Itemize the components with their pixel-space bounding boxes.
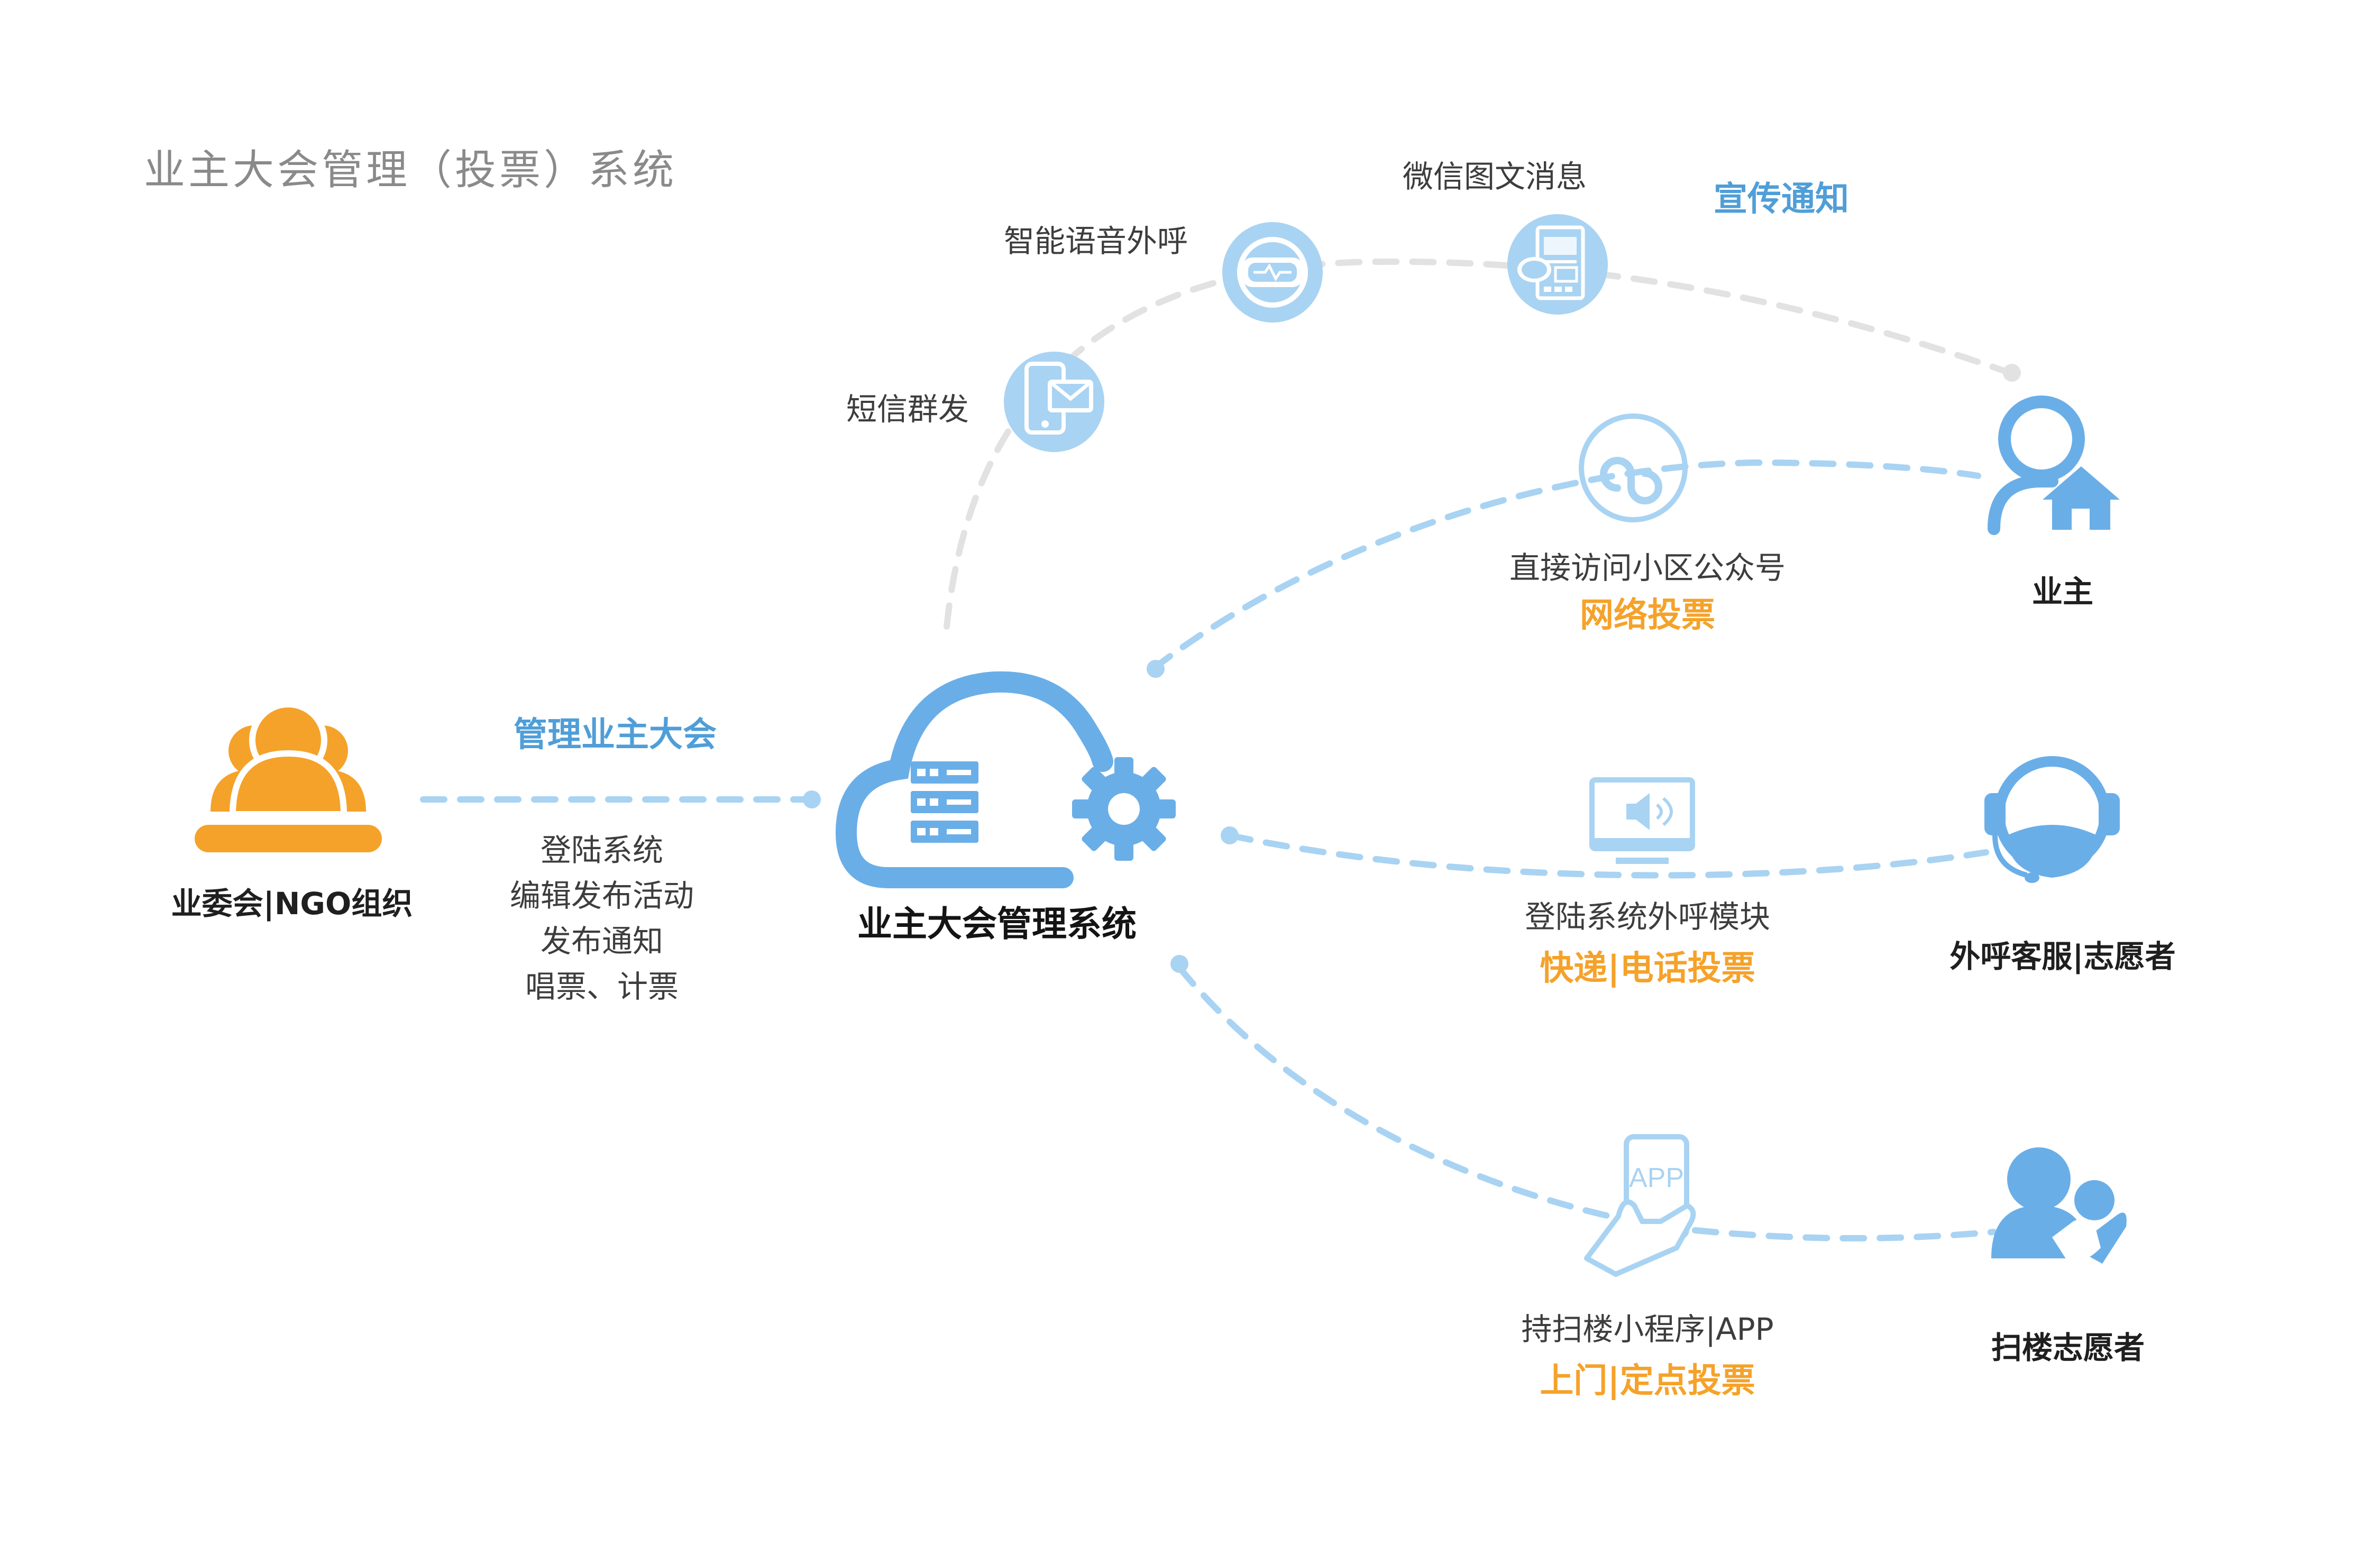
sms-phone-icon: [1004, 352, 1104, 452]
center-system-label: 业主大会管理系统: [857, 904, 1137, 944]
wechat-article-icon: [1507, 214, 1608, 315]
channel-wechat-label: 微信图文消息: [1403, 159, 1587, 195]
volunteer-heart-icon: [1991, 1147, 2127, 1264]
committee-group-icon: [195, 701, 382, 852]
svg-text:APP: APP: [1629, 1163, 1684, 1193]
online-method: 网络投票: [1580, 596, 1715, 635]
app-method: 上门|定点投票: [1540, 1361, 1755, 1401]
function-item: 发布通知: [540, 923, 664, 959]
line-center-to-call-service: [1226, 832, 1989, 879]
function-item: 编辑发布活动: [509, 878, 694, 914]
gear-icon: [1072, 757, 1176, 861]
voice-robot-icon: [1222, 222, 1323, 323]
sweep-volunteer-label: 扫楼志愿者: [1991, 1330, 2145, 1366]
committee-link-label: 管理业主大会: [514, 715, 717, 755]
node-owner-start: [1147, 660, 1165, 678]
channel-voice-label: 智能语音外呼: [1004, 223, 1188, 259]
notice-heading: 宣传通知: [1714, 180, 1849, 219]
hand-phone-app-icon: APP: [1584, 1134, 1696, 1277]
committee-function-list: 登陆系统 编辑发布活动 发布通知 唱票、计票: [510, 827, 694, 1009]
owner-label: 业主: [2031, 574, 2094, 610]
committee-label: 业委会|NGO组织: [171, 886, 413, 922]
app-desc: 持扫楼小程序|APP: [1521, 1311, 1774, 1347]
online-desc: 直接访问小区公众号: [1509, 550, 1786, 586]
call-service-label: 外呼客服|志愿者: [1949, 938, 2176, 974]
owner-home-icon: [1988, 395, 2120, 535]
arc-notification-path: [944, 258, 2013, 630]
mini-program-link-icon: [1579, 413, 1688, 522]
channel-sms-label: 短信群发: [846, 391, 969, 427]
phone-desc: 登陆系统外呼模块: [1524, 899, 1771, 935]
cloud-server-icon: [835, 671, 1113, 888]
phone-method: 快递|电话投票: [1540, 949, 1755, 988]
monitor-speaker-icon: [1589, 777, 1695, 864]
page-title: 业主大会管理（投票）系统: [144, 146, 678, 194]
node-notice-end: [2003, 364, 2021, 382]
headset-agent-icon: [1984, 756, 2120, 883]
function-item: 唱票、计票: [525, 969, 679, 1005]
node-volunteer-start: [1170, 955, 1188, 973]
function-item: 登陆系统: [540, 832, 664, 868]
node-committee-end: [803, 790, 821, 808]
node-call-start: [1221, 826, 1239, 844]
